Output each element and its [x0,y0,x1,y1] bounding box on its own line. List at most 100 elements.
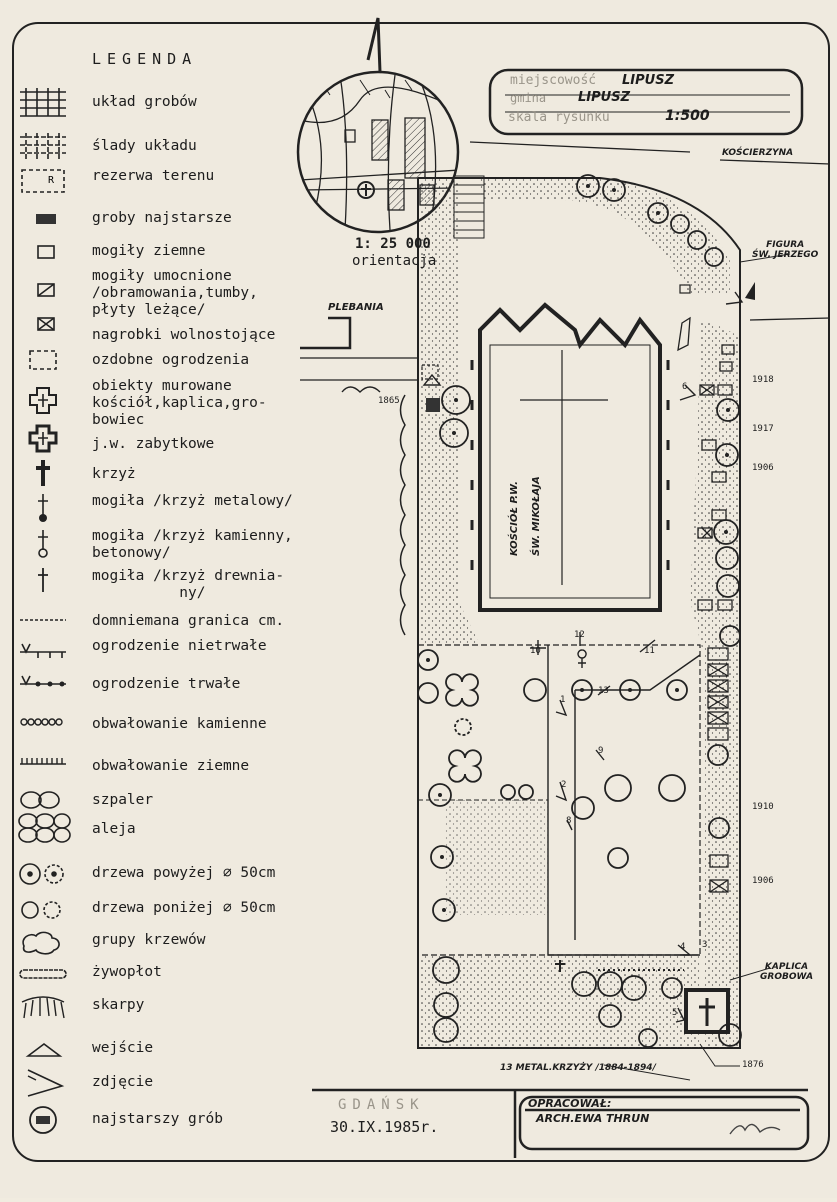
year-label-1876: 1876 [742,1060,764,1070]
small-tree-icon [18,896,68,924]
photo-label-10: 10 [530,646,541,656]
commune-label: gmina [510,91,547,105]
grid-icon [18,88,68,117]
stone-embankment-icon [18,708,68,736]
legend-label-photo: zdjęcie [92,1074,154,1090]
oldest-grave-icon [18,1106,68,1134]
photo-label-3: 3 [702,940,708,950]
legend-label-reinforced-graves: mogiły umocnione /obramowania,tumby, pły… [92,268,258,318]
avenue-icon [18,813,71,843]
trees [417,174,742,1048]
photo-label-8: 8 [566,816,572,826]
commune-value: LIPUSZ [578,90,630,105]
legend-label-reserve: rezerwa terenu [92,168,215,184]
hedge-row-icon [18,786,68,814]
cross-box-icon [18,312,68,340]
footer-city: GDAŃSK [338,1097,425,1113]
chapel-building [684,988,730,1034]
diagonal-box-icon [18,278,68,306]
legend-label-decorative-fences: ozdobne ogrodzenia [92,352,250,368]
place-label: miejscowość [510,73,597,88]
place-value: LIPUSZ [622,73,674,88]
dashed-line-icon [18,608,68,636]
photo-label-12: 12 [574,630,585,640]
orientation-label: orientacja [352,253,437,269]
perimeter-path [417,177,741,1049]
legend-label-earth-embankment: obwałowanie ziemne [92,758,250,774]
legend-label-large-trees: drzewa powyżej ∅ 50cm [92,865,276,881]
legend-label-temporary-fence: ogrodzenie nietrwałe [92,638,267,654]
legend-label-cross: krzyż [92,466,136,482]
year-label-1865: 1865 [378,396,400,406]
legend-label-hedge-row: szpaler [92,792,154,808]
year-label-1917: 1917 [752,424,774,434]
legend-label-oldest-graves: groby najstarsze [92,210,232,226]
orientation-scale: 1: 25 000 [355,236,431,252]
year-label-1910: 1910 [752,802,774,812]
graves-right [697,344,735,893]
photo-label-9: 9 [598,746,604,756]
legend-label-shrubs: grupy krzewów [92,932,206,948]
legend-label-masonry: obiekty murowane kościół,kaplica,gro- bo… [92,378,267,428]
crosses-note: 13 METAL.KRZYŻY /1884-1894/ [500,1063,656,1073]
north-arrow-icon [366,17,382,73]
legend-label-freestanding-tombstones: nagrobki wolnostojące [92,327,276,343]
shrub-group-icon [18,928,68,956]
dashed-grid-icon [18,133,68,161]
legend-label-stone-cross: mogiła /krzyż kamienny, betonowy/ [92,528,293,561]
figure-label: FIGURA ŚW. JERZEGO [752,240,819,260]
photo-label-11: 11 [644,646,655,656]
legend-label-historic: j.w. zabytkowe [92,436,215,452]
photo-label-5: 5 [672,1008,678,1018]
photo-label-6: 6 [682,382,688,392]
svg-text:R: R [48,175,55,186]
author-name: ARCH.EWA THRUN [536,1112,650,1125]
road-koscierzyna [469,141,831,321]
live-hedge-icon [18,960,68,988]
sheet-frame [12,22,830,1162]
legend-label-small-trees: drzewa poniżej ∅ 50cm [92,900,276,916]
masonry-icon [18,386,68,414]
permanent-fence-icon [18,670,68,698]
footer-frame [312,1088,810,1158]
wooden-cross-icon [18,566,68,594]
photo-label-2: 2 [561,780,567,790]
legend-label-grave-layout: układ grobów [92,94,197,110]
year-label-1906b: 1906 [752,876,774,886]
large-tree-icon [18,860,68,888]
legend-label-slopes: skarpy [92,997,145,1013]
oldest-graves-icon [18,206,68,234]
legend-label-earth-graves: mogiły ziemne [92,243,206,259]
prepared-by-label: OPRACOWAŁ: [528,1097,612,1110]
legend-label-avenue: aleja [92,821,136,837]
entrance-icon [18,1036,68,1064]
cross-icon [18,458,68,486]
year-label-1918: 1918 [752,375,774,385]
road-label: KOŚCIERZYNA [722,148,794,158]
legend-label-layout-traces: ślady układu [92,138,197,154]
reserve-icon: R [18,166,68,194]
photo-label-13: 13 [598,686,609,696]
rectory-label: PLEBANIA [328,302,384,313]
church-label: KOŚCIÓŁ P.W. ŚW. MIKOŁAJA [509,476,542,556]
legend-label-metal-cross: mogiła /krzyż metalowy/ [92,493,293,509]
scale-label: skala rysunku [508,110,610,125]
legend-label-boundary: domniemana granica cm. [92,613,285,629]
legend-label-hedge: żywopłot [92,964,162,980]
legend-title: LEGENDA [92,50,198,68]
legend-label-stone-embankment: obwałowanie kamienne [92,716,267,732]
legend-label-entrance: wejście [92,1040,154,1056]
legend-label-wooden-cross: mogiła /krzyż drewnia- ny/ [92,568,285,601]
dashed-box-icon [18,347,68,375]
metal-cross-icon [18,494,68,522]
chapel-label: KAPLICA GROBOWA [760,962,814,982]
title-block [488,68,804,136]
historic-masonry-icon [18,424,68,453]
earth-embankment-icon [18,748,68,776]
photo-icon [18,1068,68,1097]
scale-value: 1:500 [665,108,710,124]
legend-label-permanent-fence: ogrodzenie trwałe [92,676,241,692]
